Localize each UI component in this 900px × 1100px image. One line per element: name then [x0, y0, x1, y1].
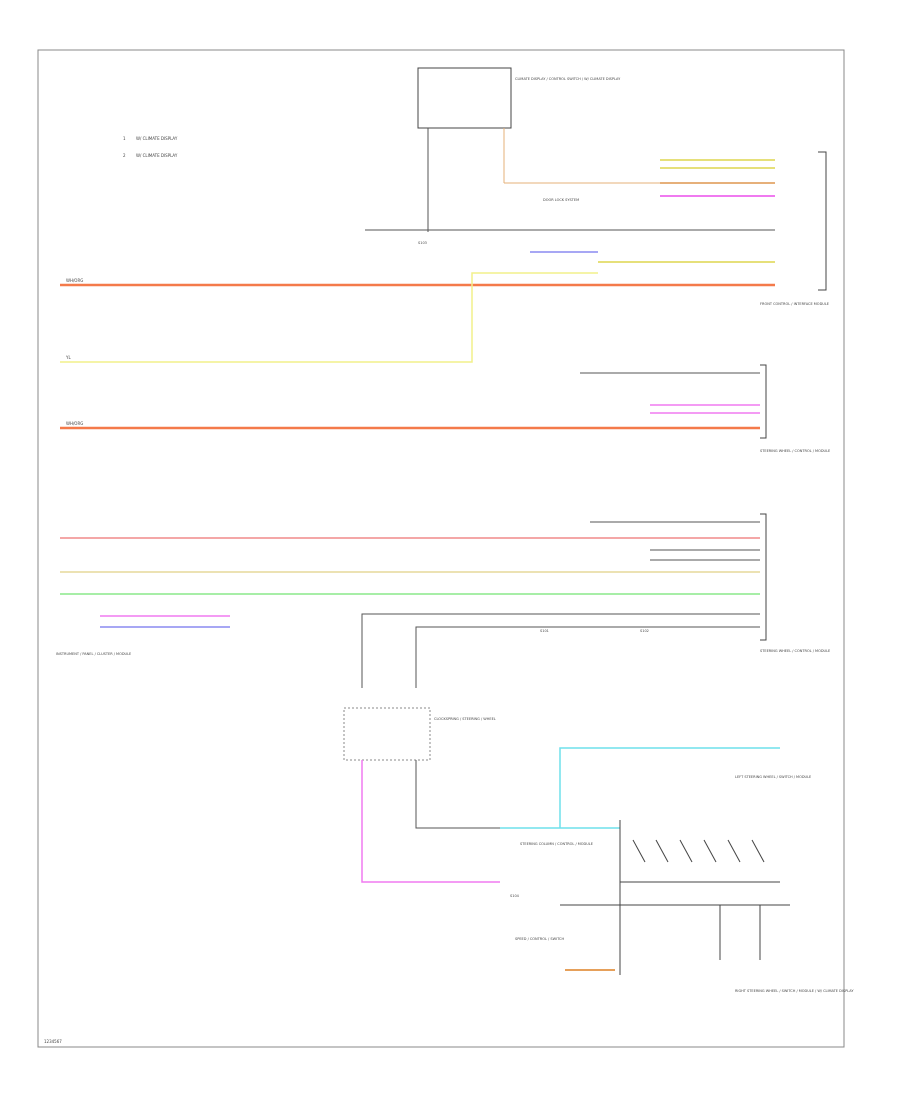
- climate-display-box: [417, 67, 512, 129]
- speed-control-label: SPEED / CONTROL / SWITCH: [515, 937, 564, 941]
- wire-yellow: [60, 272, 598, 363]
- left-steering-wheel-label: LEFT STEERING WHEEL / SWITCH / MODULE: [735, 775, 811, 779]
- splice-1: S101: [540, 629, 549, 633]
- legend-num-1: 1: [123, 136, 126, 141]
- footer-id: 1234567: [44, 1039, 62, 1044]
- wire-cyan: [559, 747, 780, 828]
- clockspring-box: [343, 707, 431, 761]
- splice-2: S102: [640, 629, 649, 633]
- svg-text:YL: YL: [65, 355, 71, 360]
- legend-text-2: W/ CLIMATE DISPLAY: [136, 153, 178, 158]
- instrument-panel-label: INSTRUMENT / PANEL / CLUSTER / MODULE: [56, 652, 131, 656]
- steering-module: [760, 364, 767, 439]
- steering-module-label: STEERING WHEEL / CONTROL / MODULE: [760, 449, 830, 453]
- legend-text-1: W/ CLIMATE DISPLAY: [136, 136, 178, 141]
- right-steering-wheel-label: RIGHT STEERING WHEEL / SWITCH / MODULE /…: [735, 989, 854, 993]
- clockspring-label: CLOCKSPRING / STEERING / WHEEL: [434, 717, 496, 721]
- steering-column-control-label: STEERING COLUMN / CONTROL / MODULE: [520, 842, 593, 846]
- splice-4: S104: [510, 894, 520, 898]
- switch-bank: [632, 839, 765, 863]
- legend: 1 W/ CLIMATE DISPLAY 2 W/ CLIMATE DISPLA…: [123, 136, 178, 158]
- steering-wheel-control-module: [760, 513, 767, 641]
- splice-3: S103: [418, 241, 427, 245]
- legend-num-2: 2: [123, 153, 126, 158]
- svg-text:DOOR LOCK SYSTEM: DOOR LOCK SYSTEM: [543, 198, 579, 202]
- front-control-module: [818, 151, 827, 291]
- wire-orange-label: WH/ORG: [66, 278, 83, 283]
- svg-text:WH/ORG: WH/ORG: [66, 421, 83, 426]
- wire-pink: [361, 760, 500, 883]
- climate-display-label: CLIMATE DISPLAY / CONTROL SWITCH / W/ CL…: [515, 77, 621, 81]
- steering-wheel-module-label: STEERING WHEEL / CONTROL / MODULE: [760, 649, 830, 653]
- front-control-module-label: FRONT CONTROL / INTERFACE MODULE: [760, 302, 829, 306]
- diagram-frame: [37, 49, 845, 1048]
